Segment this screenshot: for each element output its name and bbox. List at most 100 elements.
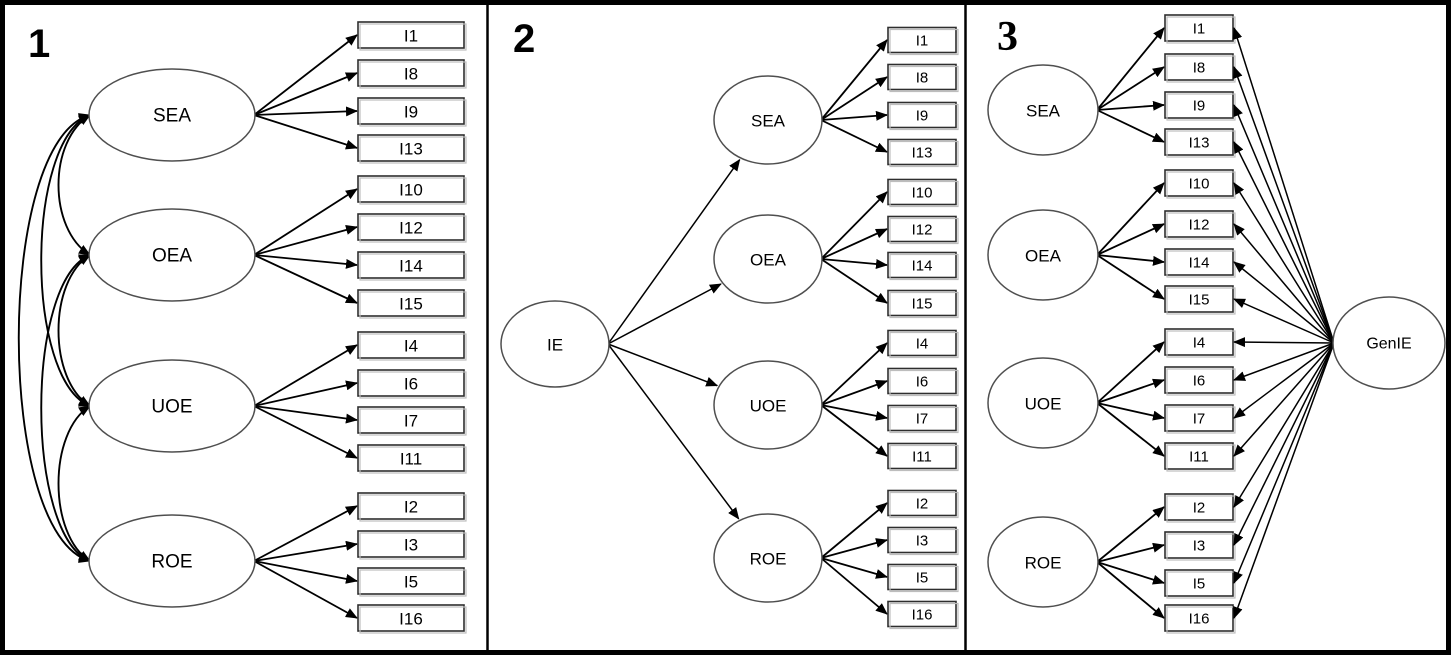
factor-ellipse-sea [88, 68, 256, 162]
indicator-label-i1: I1 [916, 33, 929, 50]
factor-ellipse-oea [88, 208, 256, 302]
loading-arrow-roe-i3 [253, 540, 358, 562]
indicator-box-i6 [1164, 366, 1234, 394]
loading-arrow-roe-i16 [820, 557, 888, 615]
indicator-label-i14: I14 [912, 258, 933, 275]
indicator-box-i14 [1164, 248, 1234, 276]
correlation-arrow-oea-roe [40, 254, 91, 562]
factor-label-uoe: UOE [151, 397, 192, 418]
loading-arrow-oea-i15 [820, 258, 888, 304]
indicator-box-shadow [889, 331, 959, 359]
indicator-box-i14 [887, 251, 957, 279]
indicator-box-i4 [887, 329, 957, 357]
indicator-label-i11: I11 [400, 450, 422, 469]
general-factor-arrow-genie-i5 [1233, 342, 1335, 584]
loading-arrow-sea-i9 [1096, 100, 1165, 111]
factor-ellipse-sea [713, 75, 823, 165]
factor-ellipse-uoe [88, 359, 256, 453]
panel-number-3: 3 [997, 14, 1018, 60]
higher-order-factor-ellipse-ie [500, 300, 610, 388]
second-order-arrow-ie-roe [607, 343, 740, 520]
indicator-label-i5: I5 [404, 573, 418, 592]
indicator-label-i9: I9 [916, 108, 929, 125]
loading-arrow-sea-i1 [1096, 27, 1165, 111]
indicator-box-i8 [357, 59, 465, 87]
indicator-box-i15 [1164, 285, 1234, 313]
general-factor-arrow-genie-i3 [1233, 342, 1335, 546]
indicator-box-i6 [887, 367, 957, 395]
indicator-label-i15: I15 [399, 295, 423, 314]
indicator-box-i13 [357, 134, 465, 162]
indicator-box-i1 [887, 26, 957, 54]
indicator-box-shadow [889, 602, 959, 630]
general-factor-arrow-genie-i13 [1233, 141, 1335, 344]
factor-ellipse-oea [713, 214, 823, 304]
indicator-box-i7 [887, 404, 957, 432]
indicator-box-i13 [1164, 128, 1234, 156]
factor-label-roe: ROE [1025, 554, 1062, 573]
indicator-label-i2: I2 [404, 498, 418, 517]
loading-arrow-oea-i10 [253, 188, 358, 256]
indicator-box-shadow [1166, 368, 1236, 396]
general-factor-arrow-genie-i4 [1233, 337, 1335, 348]
indicator-label-i7: I7 [1193, 411, 1206, 428]
indicator-box-shadow [1166, 571, 1236, 599]
indicator-box-i3 [887, 526, 957, 554]
general-factor-arrow-genie-i12 [1233, 223, 1335, 344]
loading-arrow-uoe-i4 [1096, 341, 1165, 404]
indicator-box-i11 [357, 444, 465, 472]
indicator-label-i12: I12 [399, 219, 423, 238]
correlation-arrow-sea-roe [17, 113, 91, 563]
indicator-box-i5 [1164, 569, 1234, 597]
loading-arrow-uoe-i6 [1096, 378, 1165, 404]
loading-arrow-oea-i14 [1096, 254, 1165, 266]
indicator-box-i9 [1164, 91, 1234, 119]
factor-label-uoe: UOE [750, 397, 787, 416]
indicator-label-i5: I5 [916, 570, 929, 587]
loading-arrow-uoe-i7 [253, 405, 358, 424]
indicator-box-i16 [357, 604, 465, 632]
indicator-label-i7: I7 [404, 412, 418, 431]
indicator-box-i2 [1164, 493, 1234, 521]
loading-arrow-sea-i13 [253, 114, 358, 150]
indicator-box-shadow [889, 253, 959, 281]
indicator-box-shadow [889, 565, 959, 593]
loading-arrow-sea-i1 [820, 39, 888, 121]
loading-arrow-roe-i5 [820, 557, 888, 579]
factor-label-uoe: UOE [1025, 395, 1062, 414]
loading-arrow-sea-i8 [820, 76, 888, 121]
loading-arrow-oea-i12 [820, 228, 888, 260]
indicator-box-shadow [359, 371, 467, 399]
loading-arrow-uoe-i7 [1096, 402, 1165, 421]
indicator-label-i4: I4 [1193, 335, 1206, 352]
indicator-label-i3: I3 [916, 533, 929, 550]
factor-label-sea: SEA [153, 106, 191, 127]
indicator-box-shadow [889, 369, 959, 397]
loading-arrow-roe-i5 [1096, 561, 1165, 585]
factor-ellipse-roe [987, 516, 1099, 608]
indicator-label-i12: I12 [912, 222, 933, 239]
general-factor-arrow-genie-i9 [1233, 104, 1335, 344]
second-order-arrow-ie-oea [607, 283, 722, 345]
loading-arrow-uoe-i11 [253, 405, 358, 459]
indicator-box-shadow [1166, 533, 1236, 561]
indicator-box-shadow [889, 28, 959, 56]
general-factor-label-genie: GenIE [1366, 336, 1411, 353]
indicator-label-i6: I6 [404, 375, 418, 394]
indicator-label-i2: I2 [1193, 500, 1206, 517]
general-factor-arrow-genie-i6 [1233, 342, 1335, 381]
indicator-box-shadow [359, 253, 467, 281]
indicator-box-shadow [359, 333, 467, 361]
indicator-label-i10: I10 [1189, 176, 1210, 193]
indicator-box-shadow [359, 136, 467, 164]
indicator-box-shadow [889, 444, 959, 472]
indicator-label-i15: I15 [1189, 292, 1210, 309]
loading-arrow-uoe-i11 [1096, 402, 1165, 457]
indicator-box-shadow [889, 103, 959, 131]
indicator-label-i2: I2 [916, 496, 929, 513]
factor-ellipse-uoe [987, 357, 1099, 449]
indicator-box-i10 [887, 178, 957, 206]
indicator-box-i3 [357, 530, 465, 558]
